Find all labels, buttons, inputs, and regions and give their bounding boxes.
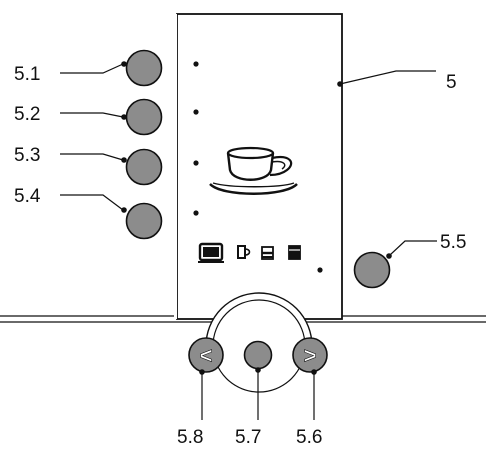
callout-5-6: 5.6: [296, 427, 322, 448]
button-5-3[interactable]: [125, 148, 163, 186]
display-panel: [174, 13, 343, 320]
cup-level-2-icon: [288, 245, 301, 260]
callout-5: 5: [446, 72, 457, 93]
indicator-dot-3: [193, 160, 199, 166]
button-5-4[interactable]: [125, 202, 163, 240]
button-5-2[interactable]: [125, 98, 163, 136]
callout-5-3: 5.3: [14, 145, 40, 166]
indicator-dot-4: [193, 210, 199, 216]
indicator-dot-5: [317, 267, 323, 273]
prev-arrow-icon: <: [200, 343, 213, 368]
center-button[interactable]: [243, 340, 273, 370]
next-arrow-icon: >: [304, 343, 317, 368]
callout-5-4: 5.4: [14, 186, 41, 207]
callout-5-1: 5.1: [14, 64, 40, 85]
indicator-dot-1: [193, 61, 199, 67]
indicator-dot-2: [193, 109, 199, 115]
callout-5-5: 5.5: [440, 232, 466, 253]
cup-size-icons: [198, 242, 301, 263]
cup-level-1-icon: [261, 246, 274, 260]
button-5-5[interactable]: [353, 251, 391, 289]
next-button[interactable]: >: [292, 337, 328, 373]
callout-5-8: 5.8: [177, 427, 203, 448]
button-5-1[interactable]: [125, 49, 163, 87]
prev-button[interactable]: <: [188, 337, 224, 373]
coffee-cup-icon: [209, 146, 298, 195]
callout-5-7: 5.7: [235, 427, 261, 448]
callout-leaders: [60, 61, 437, 420]
control-dial-ring: [205, 292, 313, 393]
single-cup-icon: [237, 245, 251, 259]
double-cup-icon: [198, 242, 224, 263]
callout-5-2: 5.2: [14, 104, 40, 125]
